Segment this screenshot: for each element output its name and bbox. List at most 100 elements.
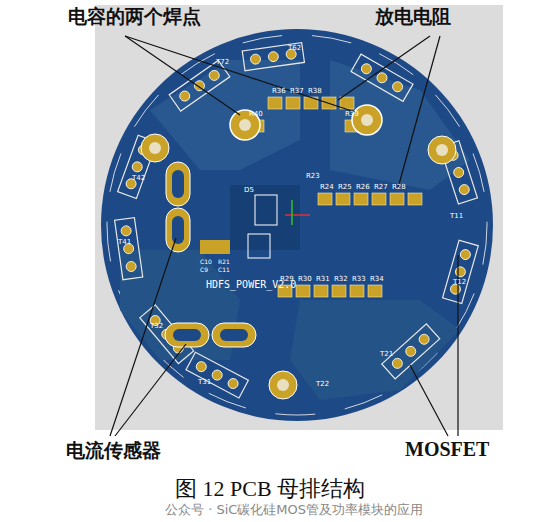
terminal-pad — [141, 134, 169, 162]
silkscreen-label: T31 — [198, 378, 211, 386]
silkscreen-label: R24 — [320, 183, 334, 191]
resistor — [408, 193, 422, 205]
silkscreen-label: T32 — [150, 322, 163, 330]
resistor — [350, 285, 364, 297]
silkscreen-label: R38 — [308, 87, 322, 95]
origin-marker — [291, 200, 293, 225]
capacitor-hole — [361, 114, 373, 126]
mosfet-pin — [250, 54, 261, 65]
silkscreen-label: D5 — [244, 186, 254, 194]
sensor-slot — [173, 329, 201, 341]
callout-label: MOSFET — [405, 438, 489, 461]
mosfet-footprint — [186, 352, 248, 398]
mosfet-outline — [351, 54, 413, 101]
terminal-hole — [149, 142, 161, 154]
sensor-pad — [166, 208, 190, 252]
silkscreen-label: R30 — [298, 275, 312, 283]
figure-caption: 图 12 PCB 母排结构 — [175, 476, 365, 501]
copper-plane — [290, 300, 460, 400]
silkscreen-label: R39 — [345, 110, 359, 118]
board-name: HDFS_POWER_V2.0 — [206, 279, 296, 291]
mosfet-pin — [391, 80, 405, 94]
mosfet-outline — [115, 218, 143, 280]
mosfet-pin — [126, 261, 137, 272]
resistor-rows — [250, 97, 422, 297]
capacitor-pad — [352, 105, 382, 135]
mosfet-pin — [458, 183, 471, 196]
mosfet-footprint — [351, 54, 413, 101]
board-background — [95, 5, 503, 430]
leader-lines — [110, 36, 458, 436]
mosfet-pin — [226, 377, 240, 391]
silkscreen-label: R33 — [352, 275, 366, 283]
copper-plane — [150, 60, 300, 170]
pcb-board — [101, 29, 493, 421]
sensor-slot — [172, 216, 184, 244]
capacitor-hole — [239, 119, 251, 131]
mosfet-pin — [390, 356, 404, 370]
mosfet-outline — [443, 240, 479, 303]
connector-outline — [248, 234, 270, 258]
terminal-hole — [277, 379, 289, 391]
silkscreen-label: R27 — [374, 183, 388, 191]
sensor-slot — [172, 170, 184, 198]
mosfet-pin — [121, 225, 132, 236]
silkscreen-label: R26 — [356, 183, 370, 191]
mosfet-pin — [404, 344, 418, 358]
sensor-pad — [166, 162, 190, 206]
callout-label: 电流传感器 — [66, 440, 161, 462]
silkscreen-label: R40 — [249, 110, 263, 118]
silkscreen-label: R28 — [392, 183, 406, 191]
ic-outline — [255, 195, 277, 225]
terminal-pad — [428, 136, 456, 164]
mosfet-pin — [210, 368, 224, 382]
capacitor-smd — [200, 240, 230, 254]
silkscreen-label: R36 — [272, 87, 286, 95]
mosfet-pin — [178, 89, 192, 103]
resistor — [296, 285, 310, 297]
silkscreen-label: C10 — [200, 259, 212, 266]
silkscreen-label: R37 — [290, 87, 304, 95]
watermark: 公众号 · SiC碳化硅MOS管及功率模块的应用 — [165, 503, 423, 518]
resistor — [268, 97, 282, 109]
sensor-pad — [165, 323, 209, 347]
silkscreen-label: T42 — [132, 174, 145, 182]
silkscreen-label: R31 — [316, 275, 330, 283]
copper-plane — [330, 60, 470, 190]
mosfet-pin — [452, 166, 465, 179]
resistor — [314, 285, 328, 297]
mosfet-pin — [417, 332, 431, 346]
mosfet-footprint — [115, 218, 143, 280]
callout-label: 放电电阻 — [375, 6, 451, 28]
resistor — [332, 285, 346, 297]
silkscreen-label: T21 — [380, 350, 393, 358]
mosfet-pin — [454, 266, 466, 278]
silkscreen-label: T12 — [453, 278, 466, 286]
mosfet-outline — [242, 43, 304, 71]
resistor — [318, 193, 332, 205]
terminal-pad — [269, 371, 297, 399]
silkscreen-label: R34 — [370, 275, 384, 283]
mosfet-footprint — [242, 43, 304, 71]
silkscreen-label: T22 — [316, 380, 329, 388]
mosfet-pin — [268, 51, 279, 62]
mosfet-pin — [131, 160, 144, 173]
sensor-slot — [220, 329, 248, 341]
mosfet-pin — [195, 360, 209, 374]
silkscreen-label: C11 — [218, 267, 230, 274]
silkscreen-label: T62 — [288, 44, 301, 52]
silkscreen-label: T72 — [216, 58, 229, 66]
mosfet-pin — [207, 68, 221, 82]
resistor — [372, 193, 386, 205]
silkscreen-label: C9 — [200, 267, 208, 274]
mosfet-outline — [186, 352, 248, 398]
resistor — [336, 193, 350, 205]
mosfet-footprint — [443, 240, 479, 303]
sensor-pad — [212, 323, 256, 347]
board-edge — [107, 35, 487, 415]
mosfet-pin — [360, 62, 374, 76]
silkscreen-label: R21 — [218, 259, 230, 266]
resistor — [390, 193, 404, 205]
resistor — [286, 97, 300, 109]
